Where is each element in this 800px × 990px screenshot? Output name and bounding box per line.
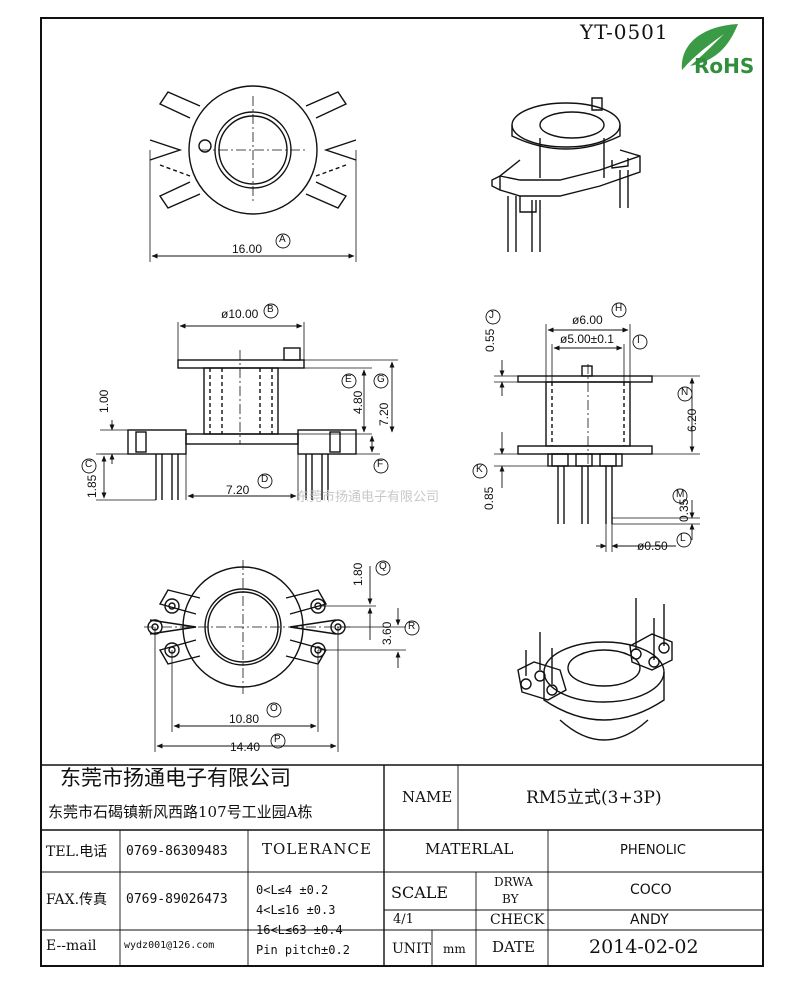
email-value: wydz001@126.com: [124, 940, 215, 951]
side-view: [494, 324, 700, 552]
fax-value: 0769-89026473: [126, 892, 228, 907]
tel-value: 0769-86309483: [126, 844, 228, 859]
front-view: [96, 322, 398, 501]
name-value: RM5立式(3+3P): [526, 788, 662, 808]
dim-e: 4.80: [351, 390, 365, 414]
callout-a: A: [279, 234, 286, 245]
unit-value: mm: [443, 942, 466, 956]
dim-m: 0.35: [677, 498, 691, 522]
dim-p: 14.40: [230, 740, 261, 754]
dim-a: 16.00: [232, 242, 263, 256]
tolerance-line-2: 4<L≤16 ±0.3: [256, 903, 336, 917]
tolerance-label: TOLERANCE: [262, 840, 372, 858]
callout-k: K: [476, 464, 483, 475]
dim-i: ø5.00±0.1: [560, 332, 614, 346]
drawing-code: YT-0501: [580, 20, 669, 44]
check-label: CHECK: [490, 912, 545, 928]
top-view: [149, 85, 357, 262]
dim-j: 0.55: [483, 328, 497, 352]
callout-p: P: [274, 734, 281, 745]
dim-c: 1.85: [85, 474, 99, 498]
callout-r: R: [408, 621, 416, 632]
title-block-grid: [40, 764, 764, 966]
callout-circles: [81, 233, 693, 749]
watermark: 东莞市扬通电子有限公司: [296, 490, 440, 505]
callout-g: G: [377, 374, 385, 385]
dim-b: ø10.00: [221, 307, 259, 321]
dim-g: 7.20: [377, 402, 391, 426]
dim-r: 3.60: [380, 621, 394, 645]
isometric-view-bottom: [517, 598, 673, 741]
drawn-by-value: COCO: [630, 882, 672, 898]
rohs-leaf-icon: [681, 24, 738, 70]
callout-n: N: [681, 387, 689, 398]
dim-f-left: 1.00: [97, 389, 111, 413]
drawing-sheet: [40, 17, 764, 967]
company-address: 东莞市石碣镇新风西路107号工业园A栋: [48, 803, 313, 821]
dim-n: 6.20: [685, 408, 699, 432]
drawn-by-label-2: BY: [502, 892, 519, 906]
callout-f: F: [377, 459, 384, 470]
date-value: 2014-02-02: [589, 936, 699, 958]
callout-i: I: [637, 335, 640, 346]
drawn-by-label-1: DRWA: [494, 875, 533, 889]
bottom-view: [144, 560, 406, 752]
rohs-label: RoHS: [694, 54, 755, 78]
callout-e: E: [345, 374, 352, 385]
company-name: 东莞市扬通电子有限公司: [60, 766, 291, 790]
date-label: DATE: [492, 938, 535, 956]
tel-label: TEL.电话: [46, 844, 108, 860]
callout-h: H: [615, 303, 623, 314]
scale-value: 4/1: [393, 912, 414, 927]
material-value: PHENOLIC: [620, 843, 686, 858]
unit-label: UNIT: [392, 941, 431, 957]
callout-q: Q: [379, 561, 387, 572]
callout-c: C: [85, 459, 93, 470]
tolerance-line-1: 0<L≤4 ±0.2: [256, 883, 329, 897]
dim-d: 7.20: [226, 483, 250, 497]
callout-b: B: [267, 304, 274, 315]
check-value: ANDY: [630, 912, 669, 928]
tolerance-line-4: Pin pitch±0.2: [256, 943, 350, 957]
scale-label: SCALE: [391, 883, 449, 902]
callout-j: J: [489, 310, 494, 321]
dim-o: 10.80: [229, 712, 260, 726]
callout-m: M: [676, 489, 685, 500]
material-label: MATERLAL: [425, 840, 514, 858]
tolerance-line-3: 16<L≤63 ±0.4: [256, 923, 343, 937]
callout-o: O: [270, 703, 278, 714]
name-label: NAME: [402, 788, 453, 806]
dim-l: ø0.50: [637, 539, 668, 553]
dim-q: 1.80: [351, 562, 365, 586]
email-label: E--mail: [46, 938, 97, 954]
dim-k: 0.85: [482, 486, 496, 510]
dim-h: ø6.00: [572, 313, 603, 327]
callout-l: L: [680, 533, 686, 544]
callout-d: D: [261, 474, 269, 485]
isometric-view-top: [491, 97, 641, 252]
fax-label: FAX.传真: [46, 892, 108, 908]
